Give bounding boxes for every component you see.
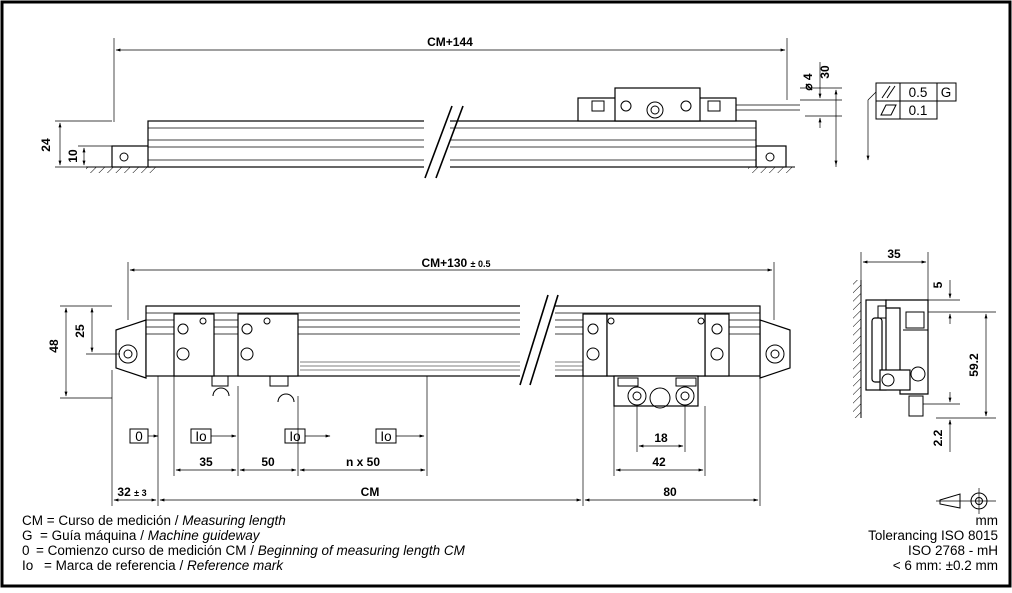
front-overall-length: CM+130 ± 0.5 bbox=[422, 256, 491, 270]
dim-cm: CM bbox=[361, 485, 380, 499]
top-height-24: 24 bbox=[39, 138, 53, 152]
front-height-48: 48 bbox=[47, 339, 61, 353]
legend-0: 0 = Comienzo curso de medición CM / Begi… bbox=[22, 543, 466, 558]
dim-32: 32 ± 3 bbox=[117, 485, 146, 499]
legend-cm: CM = Curso de medición / Measuring lengt… bbox=[22, 513, 286, 528]
ref-mark-label-3: Io bbox=[380, 429, 391, 444]
legend-g: G = Guía máquina / Machine guideway bbox=[22, 528, 261, 543]
dim-50: 50 bbox=[261, 455, 275, 469]
tolerancing-line-2: ISO 2768 - mH bbox=[908, 543, 998, 558]
tolerancing-note: mm Tolerancing ISO 8015 ISO 2768 - mH < … bbox=[868, 513, 998, 573]
top-overall-length: CM+144 bbox=[427, 35, 473, 49]
ref-start-label: 0 bbox=[135, 429, 143, 444]
ref-mark-label-1: Io bbox=[195, 429, 206, 444]
tol-flatness-value: 0.1 bbox=[909, 103, 928, 118]
side-width-35: 35 bbox=[887, 247, 901, 261]
dim-42: 42 bbox=[652, 455, 666, 469]
top-view: CM+144 bbox=[39, 35, 957, 180]
tolerancing-line-1: Tolerancing ISO 8015 bbox=[868, 528, 998, 543]
front-view: CM+130 ± 0.5 bbox=[47, 256, 791, 506]
dim-18: 18 bbox=[654, 431, 668, 445]
side-dim-2-2: 2.2 bbox=[931, 429, 945, 446]
top-height-10: 10 bbox=[66, 149, 80, 163]
projection-symbol bbox=[936, 488, 996, 514]
front-height-25: 25 bbox=[73, 324, 87, 338]
unit-mm: mm bbox=[976, 513, 999, 528]
side-dim-5: 5 bbox=[931, 281, 945, 288]
tol-parallel-value: 0.5 bbox=[909, 85, 928, 100]
top-diameter-4: ⌀ 4 bbox=[801, 73, 815, 91]
dim-n-x-50: n x 50 bbox=[346, 455, 380, 469]
tolerancing-line-3: < 6 mm: ±0.2 mm bbox=[893, 558, 998, 573]
side-dim-59-2: 59.2 bbox=[967, 353, 981, 377]
legend: CM = Curso de medición / Measuring lengt… bbox=[22, 513, 466, 573]
top-height-30: 30 bbox=[818, 65, 832, 79]
ref-mark-label-2: Io bbox=[289, 429, 300, 444]
side-view: 35 5 59.2 2.2 bbox=[853, 247, 996, 452]
legend-io: Io = Marca de referencia / Reference mar… bbox=[22, 558, 284, 573]
dim-80: 80 bbox=[663, 485, 677, 499]
dim-35: 35 bbox=[199, 455, 213, 469]
tol-parallel-datum: G bbox=[941, 85, 952, 100]
